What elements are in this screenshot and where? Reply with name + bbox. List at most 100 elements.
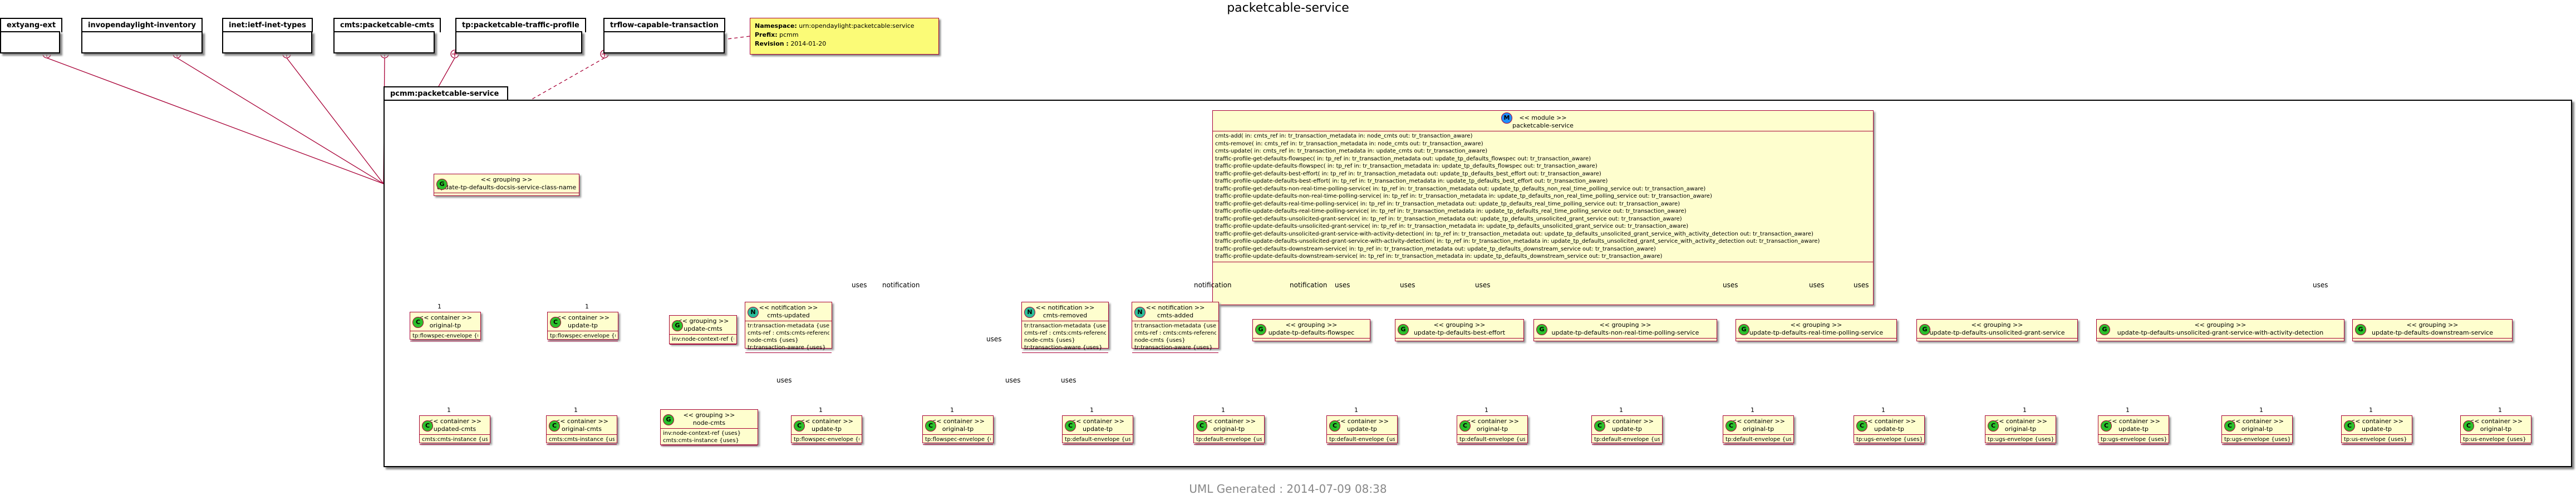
import-package[interactable]: cmts:packetcable-cmts <box>333 18 441 53</box>
container-name: original-tp <box>2480 425 2512 433</box>
container-stereotype: << container >> <box>555 418 608 425</box>
container-name: original-tp <box>2004 425 2037 433</box>
container-attribute: tp:flowspec-envelope {uses} <box>550 333 616 339</box>
module-node[interactable]: M << module >> packetcable-service cmts-… <box>1212 110 1874 305</box>
multiplicity-label: 1 <box>950 406 954 414</box>
grouping-stereotype: << grouping >> <box>1599 321 1651 329</box>
container-stereotype: << container >> <box>2107 418 2160 425</box>
edge-label-uses: uses <box>986 335 1002 343</box>
grouping-badge-icon: G <box>663 414 674 425</box>
container-attribute: tp:default-envelope {uses} <box>1196 437 1262 443</box>
grouping-node[interactable]: G<< grouping >>update-tp-defaults-unsoli… <box>1916 319 2078 341</box>
container-badge-icon: C <box>2101 420 2112 432</box>
edge-label-uses: uses <box>1005 376 1021 384</box>
container-stereotype: << container >> <box>2350 418 2403 425</box>
grouping-badge-icon: G <box>1536 324 1547 335</box>
multiplicity-label: 1 <box>1881 406 1885 414</box>
notification-stereotype: << notification >> <box>1146 304 1205 311</box>
container-attribute: tp:ugs-envelope {uses} <box>2224 437 2290 443</box>
footer-generated: UML Generated : 2014-07-09 08:38 <box>1189 482 1387 496</box>
container-attribute: cmts:cmts-instance {uses} <box>422 437 488 443</box>
module-rpc: traffic-profile-update-defaults-downstre… <box>1215 253 1663 259</box>
module-stereotype: << module >> <box>1519 114 1567 121</box>
notification-name: cmts-removed <box>1043 312 1088 319</box>
multiplicity-label: 1 <box>1619 406 1623 414</box>
multiplicity-label: 1 <box>1484 406 1488 414</box>
module-rpc: traffic-profile-update-defaults-unsolici… <box>1215 238 1820 244</box>
container-attribute: tp:ugs-envelope {uses} <box>1856 437 1922 443</box>
module-rpc: traffic-profile-get-defaults-flowspec( i… <box>1215 155 1591 162</box>
note-namespace-value: urn:opendaylight:packetcable:service <box>799 22 915 30</box>
grouping-stereotype: << grouping >> <box>480 176 533 183</box>
module-rpc: cmts-add( in: cmts_ref in: tr_transactio… <box>1215 133 1473 139</box>
import-package[interactable]: extyang-ext <box>0 18 63 53</box>
module-rpc: traffic-profile-get-defaults-real-time-p… <box>1215 200 1680 207</box>
import-package[interactable]: inet:ietf-inet-types <box>222 18 313 53</box>
edge-label-uses: uses <box>852 281 867 289</box>
grouping-node[interactable]: G<< grouping >>update-tp-defaults-best-e… <box>1395 319 1524 341</box>
module-rpc: traffic-profile-update-defaults-best-eff… <box>1215 178 1608 184</box>
edge-label-uses: uses <box>1400 281 1415 289</box>
grouping-node[interactable]: G<< grouping >>update-tp-defaults-real-t… <box>1736 319 1897 341</box>
container-stereotype: << container >> <box>931 418 985 425</box>
grouping-node[interactable]: G<< grouping >>update-tp-defaults-docsis… <box>434 174 579 196</box>
edge-label-uses: uses <box>1061 376 1076 384</box>
notification-stereotype: << notification >> <box>759 304 818 311</box>
grouping-node[interactable]: G<< grouping >>update-tp-defaults-unsoli… <box>2096 319 2344 341</box>
container-attribute: tp:us-envelope {uses} <box>2463 437 2526 443</box>
notification-badge-icon: N <box>1024 307 1035 318</box>
note-prefix-value: pcmm <box>779 31 799 38</box>
container-stereotype: << container >> <box>2230 418 2284 425</box>
module-rpc: traffic-profile-get-defaults-downstream-… <box>1215 246 1656 252</box>
import-package[interactable]: invopendaylight-inventory <box>81 18 203 53</box>
grouping-name: update-tp-defaults-flowspec <box>1268 329 1355 336</box>
edge-label-uses: uses <box>1335 281 1350 289</box>
container-badge-icon: C <box>2463 420 2474 432</box>
container-attribute: tp:default-envelope {uses} <box>1065 437 1130 443</box>
import-package[interactable]: tp:packetcable-traffic-profile <box>455 18 586 53</box>
grouping-node[interactable]: G<< grouping >>update-tp-defaults-downst… <box>2352 319 2513 341</box>
container-stereotype: << container >> <box>1600 418 1654 425</box>
import-package[interactable]: trflow-capable-transaction <box>603 18 725 53</box>
container-badge-icon: C <box>549 420 560 432</box>
grouping-stereotype: << grouping >> <box>683 411 735 419</box>
container-attribute: tp:ugs-envelope {uses} <box>1988 437 2053 443</box>
grouping-stereotype: << grouping >> <box>1790 321 1842 329</box>
container-badge-icon: C <box>1459 420 1471 432</box>
grouping-badge-icon: G <box>1738 324 1749 335</box>
grouping-node[interactable]: G<< grouping >>update-tp-defaults-flowsp… <box>1252 319 1370 341</box>
grouping-node[interactable]: G<< grouping >>update-tp-defaults-non-re… <box>1533 319 1717 341</box>
import-edge <box>46 57 384 184</box>
module-rpc: cmts-update( in: cmts_ref in: tr_transac… <box>1215 148 1488 154</box>
notification-attribute: cmts-ref : cmts:cmts-reference <box>1024 330 1106 336</box>
multiplicity-label: 1 <box>1090 406 1094 414</box>
container-name: original-cmts <box>562 425 602 433</box>
container-stereotype: << container >> <box>1202 418 1256 425</box>
container-badge-icon: C <box>1725 420 1737 432</box>
import-package-name: inet:ietf-inet-types <box>222 18 313 32</box>
module-info-note: Namespace: urn:opendaylight:packetcable:… <box>750 18 939 55</box>
